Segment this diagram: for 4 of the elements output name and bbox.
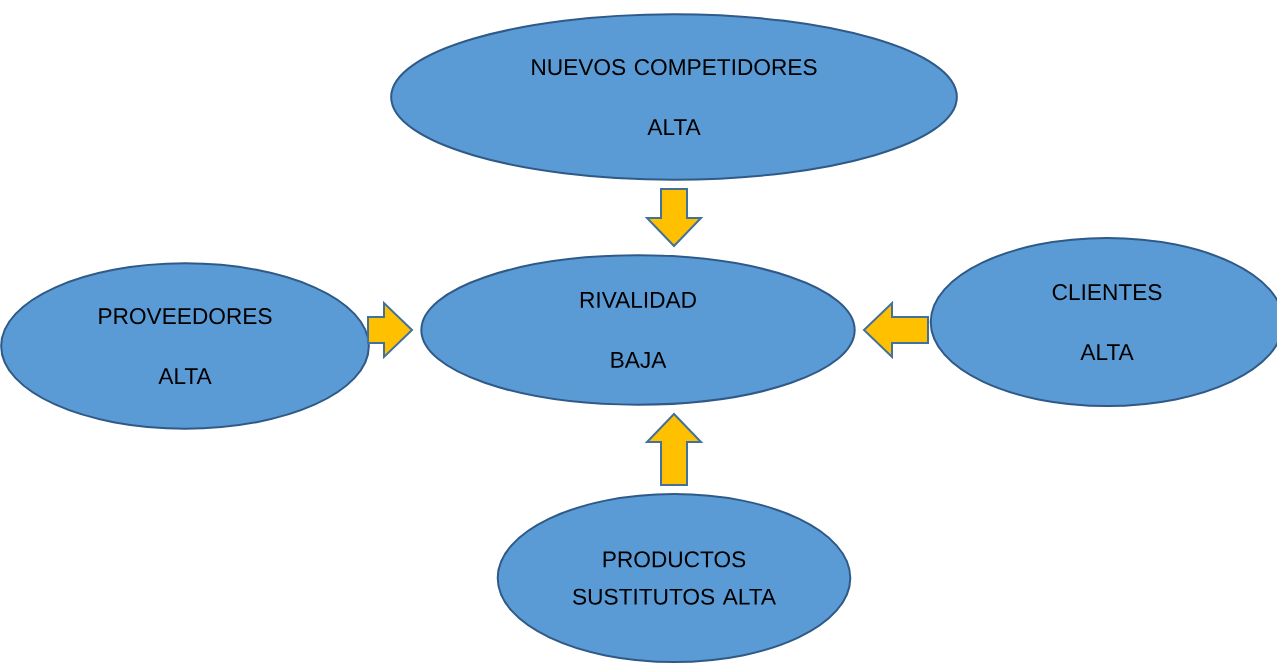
block-arrow	[644, 188, 704, 248]
block-arrow	[367, 300, 414, 360]
block-arrow	[862, 300, 929, 360]
block-arrow	[644, 412, 704, 486]
